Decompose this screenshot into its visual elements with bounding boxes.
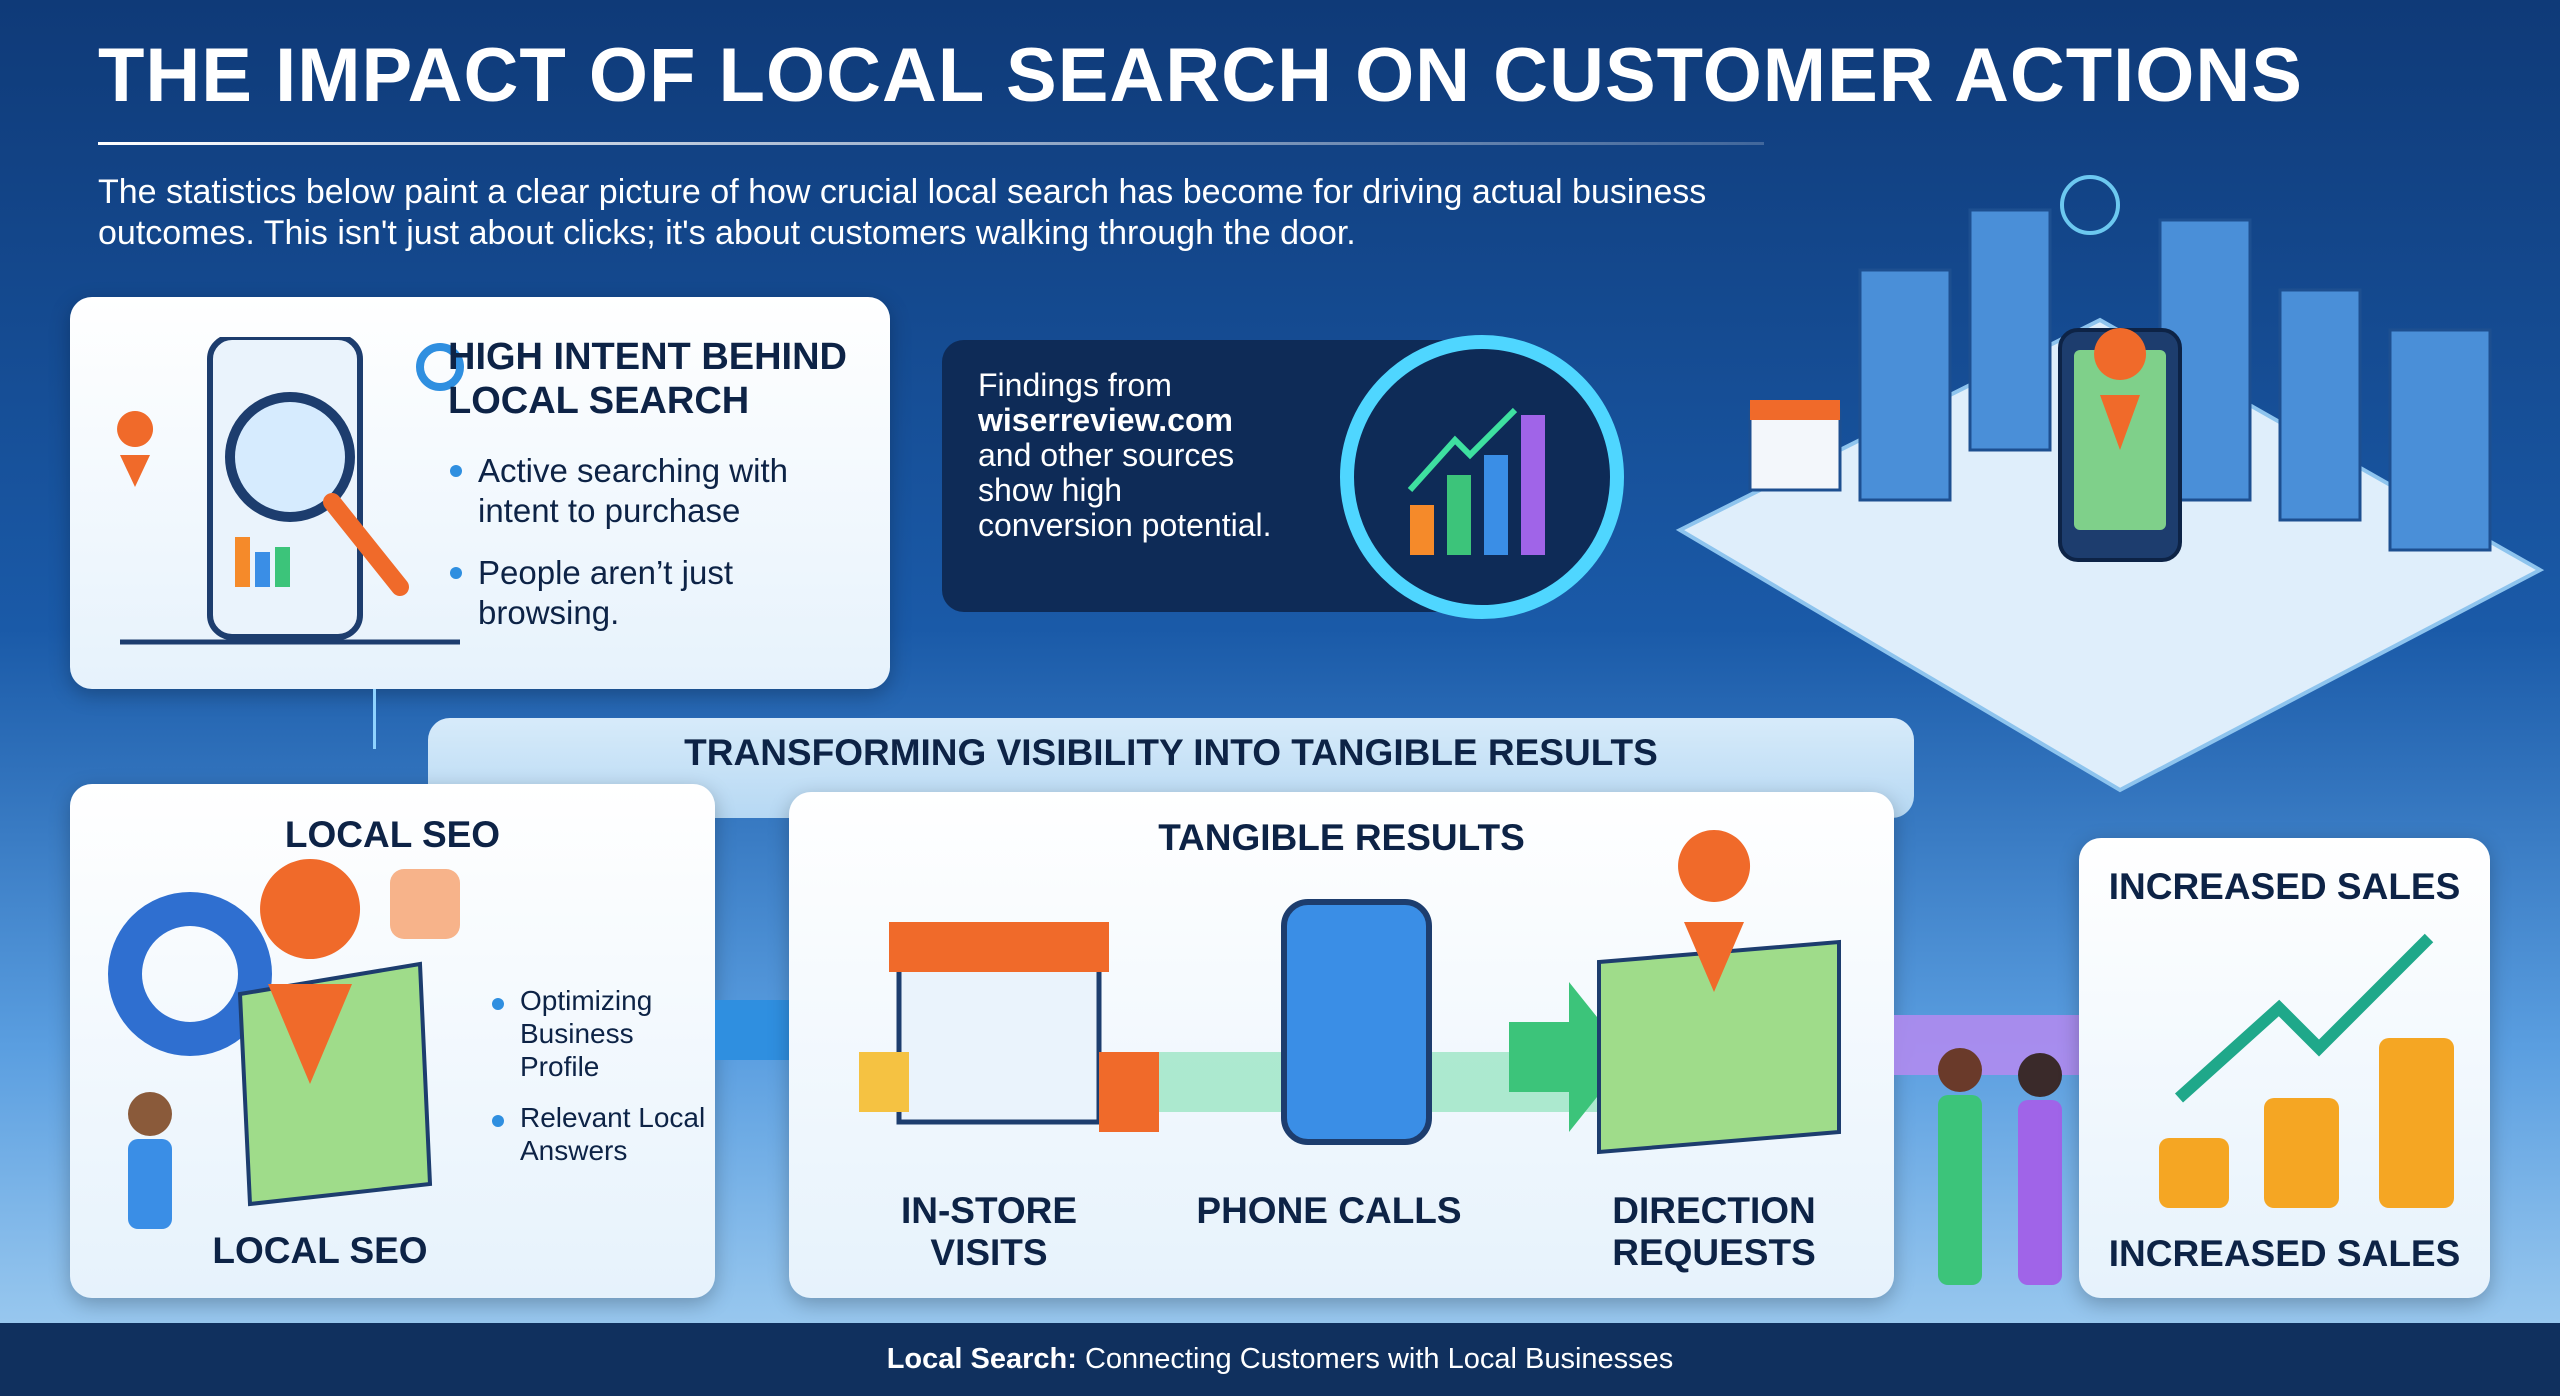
bar bbox=[1521, 415, 1545, 555]
intent-heading-1: HIGH INTENT BEHIND bbox=[448, 336, 847, 378]
magnifier-icon bbox=[225, 392, 355, 522]
findings-text: and other sources show high conversion p… bbox=[978, 437, 1272, 543]
map-icon bbox=[1597, 939, 1841, 1155]
sales-illustration bbox=[2159, 933, 2454, 1208]
building-icon bbox=[1858, 268, 1952, 502]
shop-icon bbox=[1748, 408, 1842, 492]
intent-heading-2: LOCAL SEARCH bbox=[448, 380, 750, 422]
sales-title: INCREASED SALES bbox=[2108, 866, 2461, 907]
page-title: THE IMPACT OF LOCAL SEARCH ON CUSTOMER A… bbox=[98, 33, 2303, 118]
city-illustration bbox=[1675, 175, 2545, 793]
building-icon bbox=[2278, 288, 2362, 522]
awning bbox=[1750, 400, 1840, 420]
growth-chart-badge bbox=[1340, 335, 1624, 619]
awning bbox=[889, 922, 1109, 972]
seo-bullet: Relevant Local Answers bbox=[490, 1101, 710, 1167]
seo-illustration bbox=[108, 859, 460, 1229]
sales-bottom-label: INCREASED SALES bbox=[2108, 1233, 2461, 1274]
footer-bold: Local Search: bbox=[886, 1343, 1077, 1375]
high-intent-card: HIGH INTENT BEHIND LOCAL SEARCH Active s… bbox=[70, 297, 890, 689]
tangible-title: TANGIBLE RESULTS bbox=[1158, 817, 1525, 858]
item-direction-requests: DIRECTION REQUESTS bbox=[1612, 1190, 1816, 1273]
location-pin-icon bbox=[260, 859, 361, 1084]
location-pin-icon bbox=[117, 411, 154, 487]
phone-call-icon bbox=[1281, 899, 1432, 1145]
customers-illustration bbox=[1938, 1048, 2062, 1285]
footer: Local Search: Connecting Customers with … bbox=[0, 1323, 2560, 1396]
intro-text: The statistics below paint a clear pictu… bbox=[98, 173, 1707, 252]
coin-stack-icon bbox=[2264, 1098, 2339, 1208]
title-underline bbox=[98, 142, 1764, 145]
bar bbox=[1484, 455, 1508, 555]
building-icon bbox=[1968, 208, 2052, 452]
trend-arrow-icon bbox=[2174, 933, 2434, 1103]
increased-sales-card: INCREASED SALES INCREASED SALES bbox=[2079, 838, 2490, 1298]
tangible-results-card: TANGIBLE RESULTS IN-STORE VISITS PHONE C… bbox=[789, 792, 1894, 1298]
item-in-store-visits: IN-STORE VISITS bbox=[900, 1190, 1078, 1273]
thumbs-up-icon bbox=[390, 869, 460, 939]
seo-bullet: Optimizing Business Profile bbox=[490, 984, 710, 1083]
seo-bottom-label: LOCAL SEO bbox=[212, 1230, 428, 1271]
local-seo-card: LOCAL SEO Optimizing Business Profile Re… bbox=[70, 784, 715, 1298]
coin-stack-icon bbox=[2379, 1038, 2454, 1208]
footer-text: Connecting Customers with Local Business… bbox=[1076, 1343, 1674, 1375]
location-pin-icon bbox=[2094, 328, 2147, 450]
gear-icon bbox=[108, 892, 272, 1056]
bar bbox=[1410, 505, 1434, 555]
shopping-bag-icon bbox=[1099, 1052, 1159, 1132]
trend-arrow-icon bbox=[1407, 407, 1518, 493]
intent-bullet: People aren’t just browsing. bbox=[448, 553, 848, 633]
seo-title: LOCAL SEO bbox=[284, 814, 501, 855]
person-icon bbox=[128, 1092, 172, 1136]
building-icon bbox=[2388, 328, 2492, 552]
tangible-illustrations bbox=[859, 830, 1841, 1155]
intent-bullet: Active searching with intent to purchase bbox=[448, 451, 848, 531]
shopping-bag-icon bbox=[859, 1052, 909, 1112]
findings-source: wiserreview.com bbox=[978, 402, 1233, 438]
globe-icon bbox=[2060, 175, 2120, 235]
phone-search-illustration bbox=[117, 337, 464, 645]
gear-icon bbox=[416, 343, 464, 391]
connector-arrow bbox=[373, 689, 376, 749]
bar bbox=[1447, 475, 1471, 555]
findings-line1: Findings from bbox=[978, 367, 1172, 403]
coin-stack-icon bbox=[2159, 1138, 2229, 1208]
location-pin-icon bbox=[1678, 830, 1751, 992]
item-phone-calls: PHONE CALLS bbox=[1196, 1190, 1462, 1231]
